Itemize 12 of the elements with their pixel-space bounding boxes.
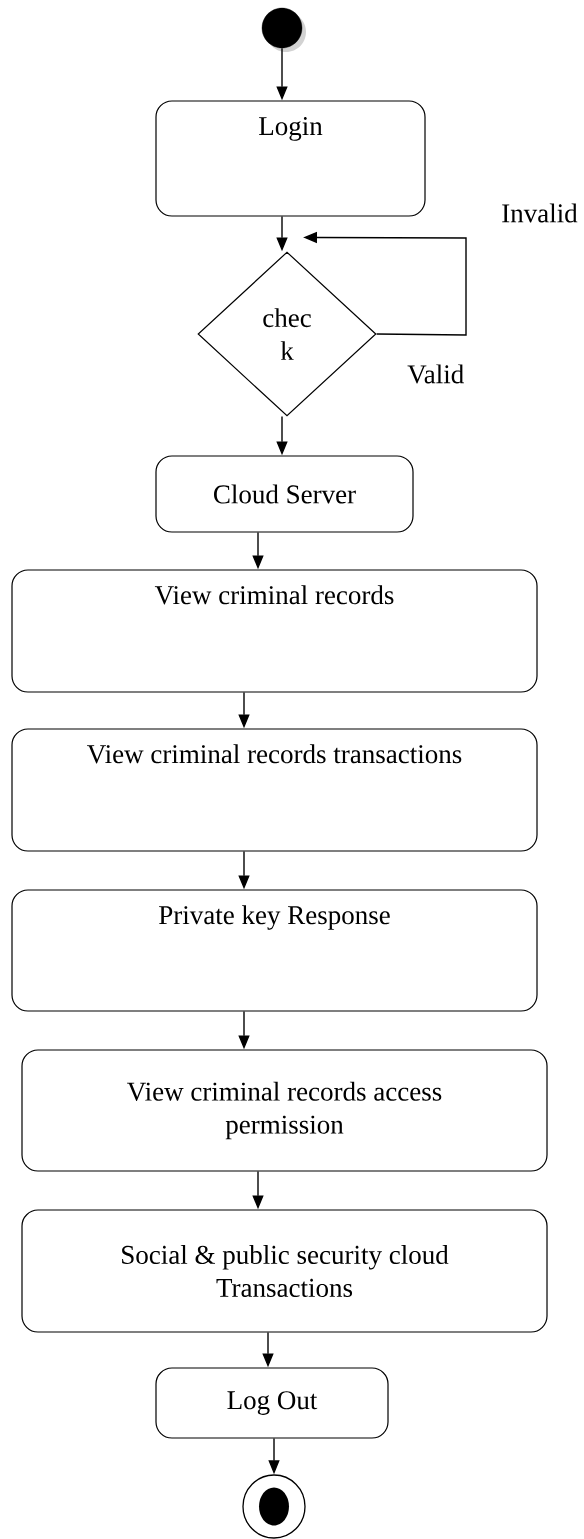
activity-box: Login bbox=[155, 100, 426, 217]
activity-box: View criminal records access permission bbox=[21, 1049, 548, 1172]
activity-box: Private key Response bbox=[11, 889, 538, 1012]
activity-box: Cloud Server bbox=[155, 455, 414, 533]
edge-label: Invalid bbox=[500, 202, 579, 224]
activity-box: Log Out bbox=[155, 1367, 389, 1439]
end-node bbox=[242, 1474, 306, 1539]
activity-box: View criminal records bbox=[11, 569, 538, 693]
activity-box: View criminal records transactions bbox=[11, 728, 538, 852]
activity-box: Social & public security cloud Transactions bbox=[21, 1209, 548, 1333]
start-node bbox=[261, 7, 306, 52]
branch-label: Valid bbox=[407, 364, 464, 384]
